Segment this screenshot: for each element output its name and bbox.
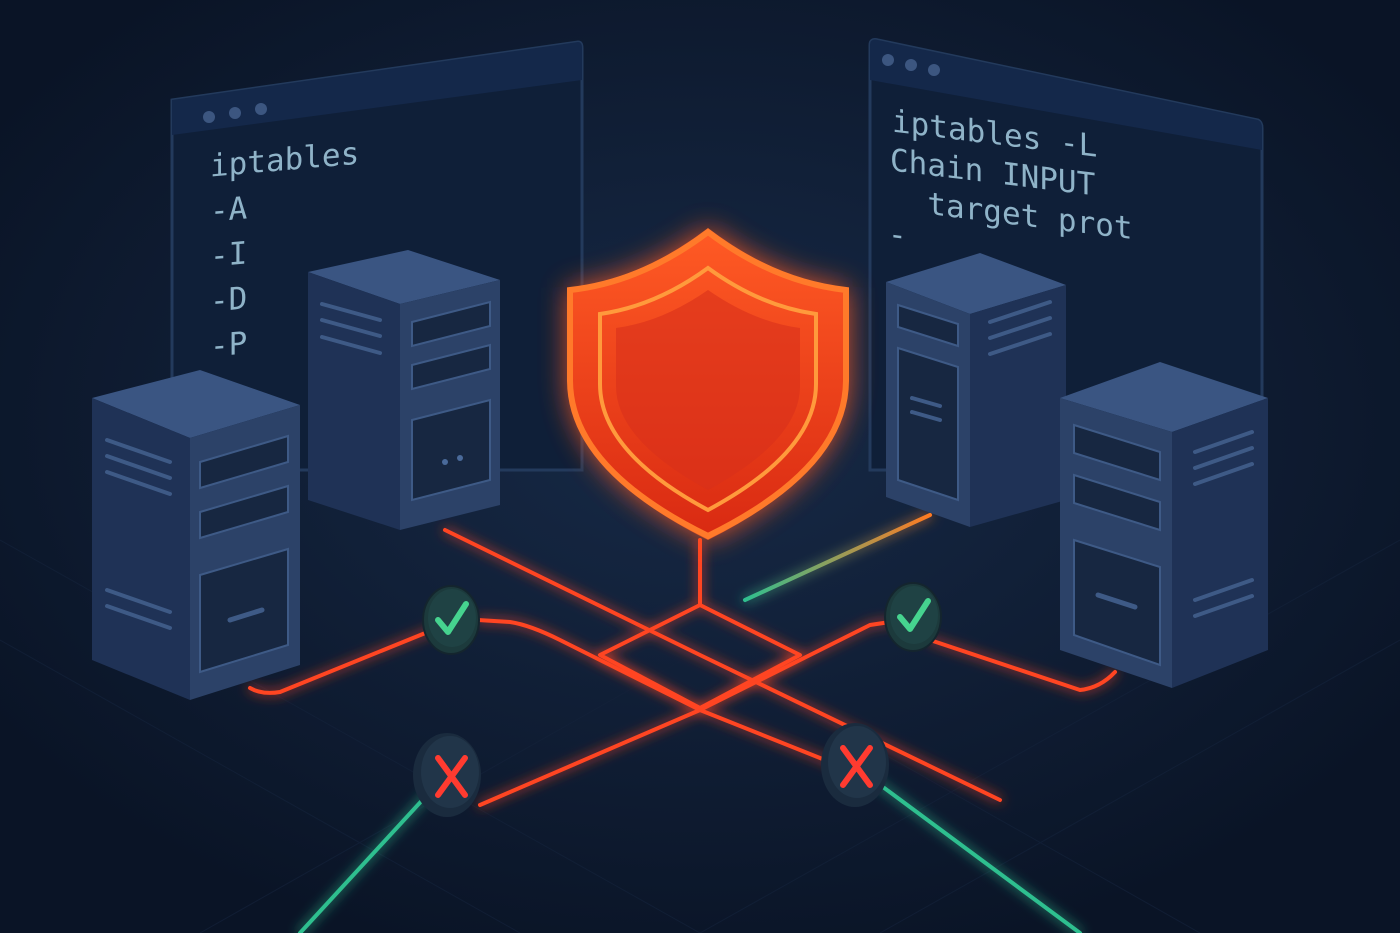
blocked-link	[598, 538, 802, 710]
allowed-link	[743, 513, 932, 602]
server-back-left	[308, 250, 500, 530]
blocked-link	[476, 618, 852, 772]
server-back-right	[886, 253, 1066, 527]
blocked-link	[248, 623, 447, 695]
allow-badge-left	[422, 585, 480, 655]
deny-badge-left	[413, 733, 481, 817]
x-icon	[840, 745, 873, 788]
window-dot-icon	[928, 64, 940, 76]
terminal-left-line: -I	[210, 235, 247, 274]
allow-badge-right	[884, 582, 942, 652]
shield-icon	[567, 228, 849, 605]
window-dot-icon	[255, 103, 267, 115]
deny-badge-right	[821, 723, 889, 807]
check-icon	[435, 601, 469, 635]
allowed-link	[858, 768, 1082, 933]
terminal-left-line: -D	[210, 280, 247, 319]
led-icon	[457, 455, 463, 461]
check-icon	[897, 598, 931, 632]
window-dot-icon	[203, 111, 215, 123]
terminal-right-line: -	[888, 216, 907, 254]
window-dot-icon	[229, 107, 241, 119]
terminal-left-line: -A	[210, 190, 248, 229]
network-links	[248, 513, 1117, 933]
server-front-right	[1060, 362, 1268, 688]
window-dot-icon	[905, 59, 917, 71]
server-front-left	[92, 370, 300, 700]
blocked-link	[443, 528, 1002, 802]
terminal-left-line: -P	[210, 325, 247, 364]
led-icon	[442, 459, 448, 465]
window-dot-icon	[882, 54, 894, 66]
blocked-link	[478, 620, 892, 807]
x-icon	[435, 755, 468, 798]
blocked-link	[928, 638, 1117, 692]
